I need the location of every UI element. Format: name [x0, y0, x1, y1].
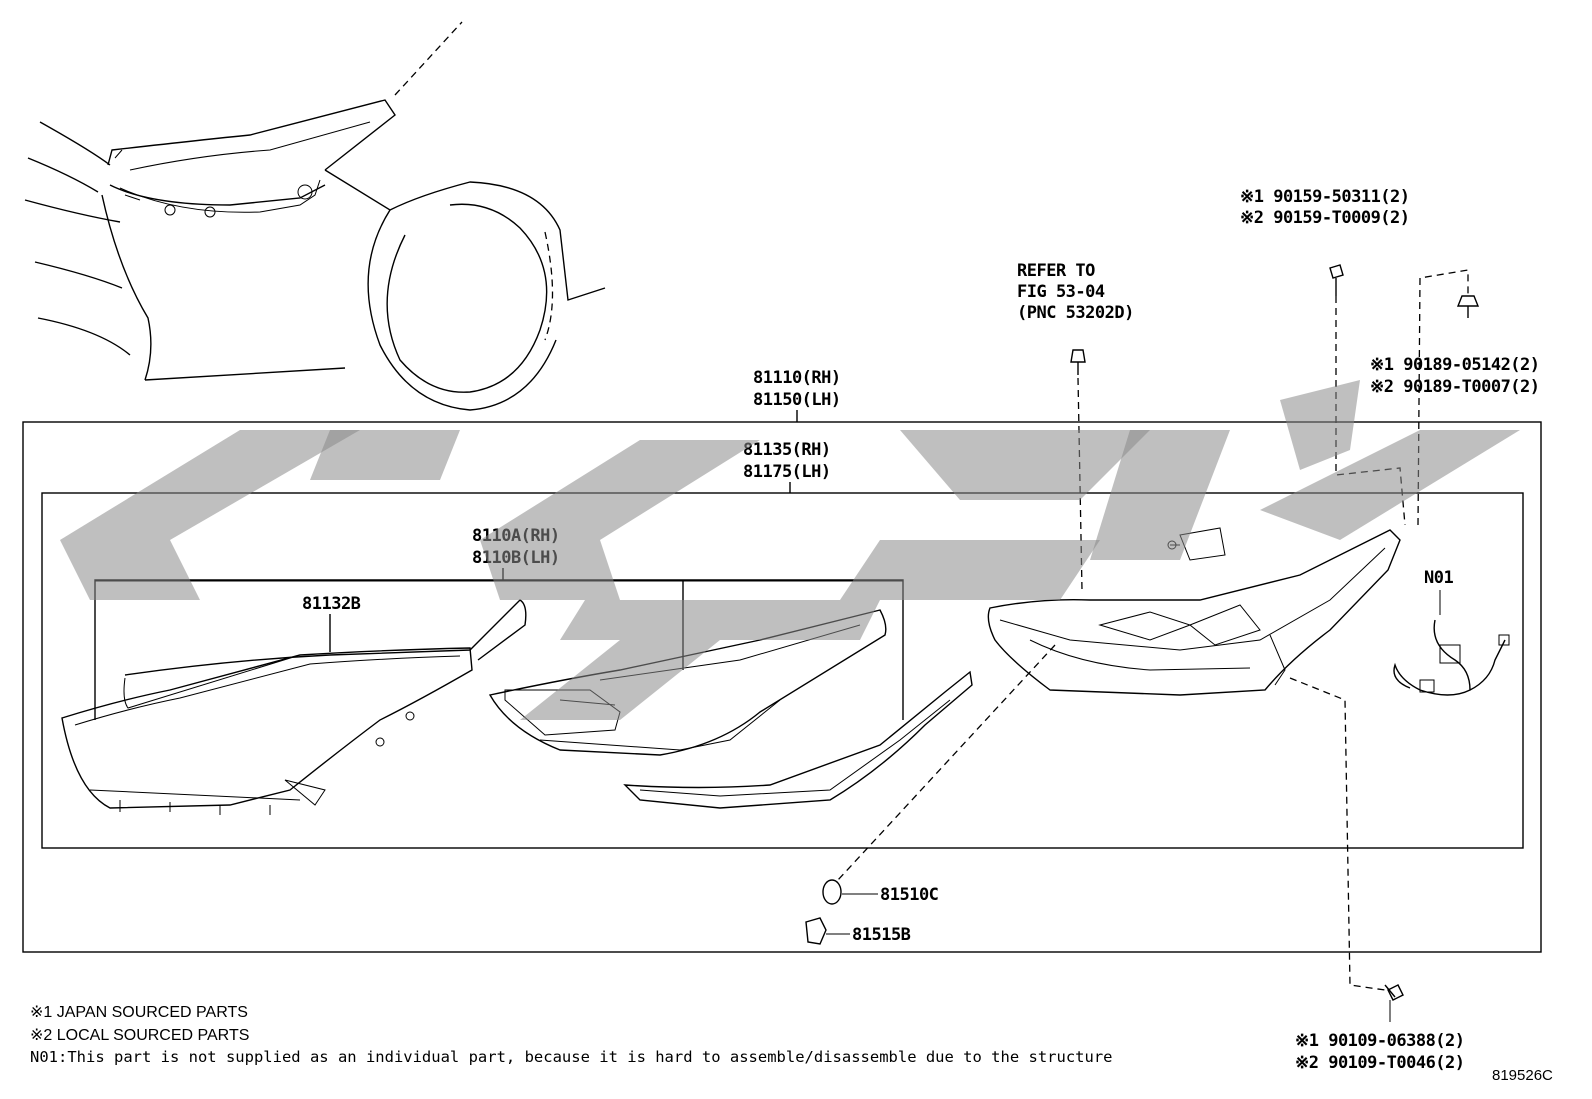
wiring-harness-drawing [1393, 590, 1510, 696]
watermark-logo [60, 380, 1520, 720]
leader-lines [826, 269, 1469, 1022]
bulb-icon [822, 879, 842, 905]
refer-clip-icon [1070, 349, 1086, 375]
bolt-pn-2: ※2 90109-T0046(2) [1295, 1053, 1465, 1073]
note-local-sourced: ※2 LOCAL SOURCED PARTS [30, 1027, 249, 1044]
footnotes: ※1 JAPAN SOURCED PARTS ※2 LOCAL SOURCED … [30, 1004, 1553, 1084]
unit-lh-label: 81175(LH) [743, 462, 831, 482]
nut-pn-2: ※2 90189-T0007(2) [1370, 377, 1540, 397]
n01-label: N01 [1424, 568, 1453, 588]
refer-line2: FIG 53-04 [1017, 282, 1105, 302]
headlamp-unit-drawing [987, 527, 1401, 696]
socket-icon [805, 917, 827, 945]
part-number-labels: REFER TO FIG 53-04 (PNC 53202D) ※1 90159… [852, 187, 1540, 1073]
socket-label: 81515B [852, 925, 911, 945]
unit-rh-label: 81135(RH) [743, 440, 831, 460]
top-screw-icon [1329, 264, 1344, 296]
bolt-icon [1384, 984, 1404, 1001]
note-japan-sourced: ※1 JAPAN SOURCED PARTS [30, 1004, 248, 1021]
bulb-label: 81510C [880, 885, 938, 905]
unit-frame [41, 492, 1524, 849]
note-n01: N01:This part is not supplied as an indi… [30, 1048, 1113, 1066]
fasteners [805, 264, 1480, 1001]
assy-rh-label: 81110(RH) [753, 368, 841, 388]
vehicle-front-illustration [24, 21, 606, 411]
nut-pn-1: ※1 90189-05142(2) [1370, 355, 1540, 375]
lens-cover-drawing [61, 599, 527, 815]
bolt-pn-1: ※1 90109-06388(2) [1295, 1031, 1465, 1051]
refer-line1: REFER TO [1017, 261, 1095, 281]
nut-icon [1456, 295, 1480, 318]
diagram-id: 819526C [1492, 1067, 1553, 1084]
assembly-frame [22, 421, 1542, 953]
screw-top-pn-1: ※1 90159-50311(2) [1240, 187, 1410, 207]
lens-label: 81132B [302, 594, 361, 614]
assy-lh-label: 81150(LH) [753, 390, 841, 410]
refer-line3: (PNC 53202D) [1017, 303, 1134, 323]
screw-top-pn-2: ※2 90159-T0009(2) [1240, 208, 1410, 228]
